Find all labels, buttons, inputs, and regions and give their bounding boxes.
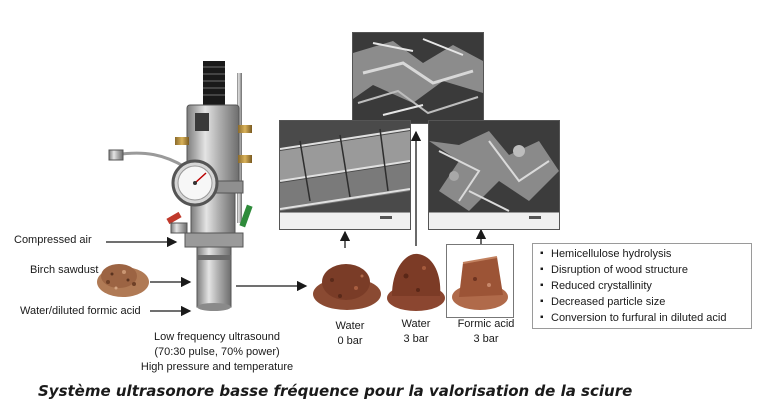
- effect-item: Reduced crystallinity: [540, 278, 745, 294]
- sample-label-1: Water 0 bar: [320, 319, 380, 349]
- sample-3-solvent: Formic acid: [457, 318, 515, 330]
- sample-box-formic-3bar: [446, 244, 514, 318]
- sample-1-pressure: 0 bar: [337, 335, 363, 347]
- sample-label-2: Water 3 bar: [386, 317, 446, 347]
- conditions-text: Low frequency ultrasound (70:30 pulse, 7…: [132, 330, 302, 375]
- water-acid-label: Water/diluted formic acid: [20, 305, 141, 317]
- conditions-line1: Low frequency ultrasound: [154, 331, 280, 343]
- conditions-line3: High pressure and temperature: [140, 361, 294, 373]
- conditions-line2: (70:30 pulse, 70% power): [154, 346, 280, 358]
- birch-sawdust-label: Birch sawdust: [30, 264, 99, 276]
- sample-pile-water-0bar: [313, 264, 381, 310]
- effect-item: Hemicellulose hydrolysis: [540, 246, 745, 262]
- sawdust-pile-image: [97, 264, 149, 297]
- sample-1-solvent: Water: [335, 320, 365, 332]
- sample-3-pressure: 3 bar: [473, 333, 499, 345]
- sem-image-water-0bar: [279, 120, 411, 230]
- ultrasound-reactor-illustration: [108, 61, 253, 311]
- sample-pile-water-3bar: [387, 253, 445, 311]
- compressed-air-label: Compressed air: [14, 234, 92, 246]
- figure-caption: Système ultrasonore basse fréquence pour…: [38, 382, 633, 400]
- transducer-hose: [203, 61, 225, 105]
- effects-list-box: Hemicellulose hydrolysis Disruption of w…: [532, 243, 752, 329]
- effect-item: Disruption of wood structure: [540, 262, 745, 278]
- effect-item: Decreased particle size: [540, 294, 745, 310]
- sample-2-solvent: Water: [401, 318, 431, 330]
- effect-item: Conversion to furfural in diluted acid: [540, 310, 745, 326]
- sample-label-3: Formic acid 3 bar: [446, 317, 526, 347]
- sample-2-pressure: 3 bar: [403, 333, 429, 345]
- sem-image-formic-3bar: [428, 120, 560, 230]
- sem-image-water-3bar: [352, 32, 484, 124]
